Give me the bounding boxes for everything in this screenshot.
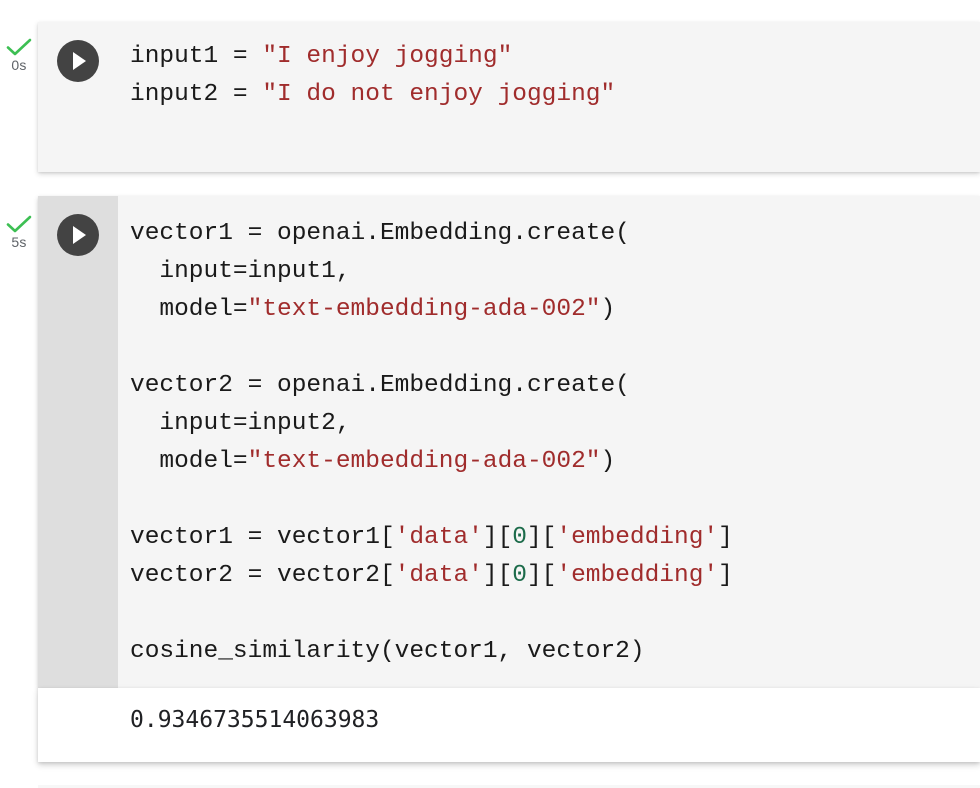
cell-run-time: 5s bbox=[11, 234, 27, 250]
play-triangle bbox=[73, 52, 86, 70]
code-token: vector2 = openai.Embedding.create( bbox=[130, 372, 630, 399]
cell-status-gutter-2: 5s bbox=[0, 215, 38, 250]
code-token: vector2 = vector2[ bbox=[130, 562, 395, 589]
code-token: ][ bbox=[526, 524, 557, 551]
code-token: ) bbox=[600, 296, 616, 323]
check-icon bbox=[6, 38, 32, 56]
code-token: ][ bbox=[526, 562, 557, 589]
code-token: model= bbox=[130, 296, 248, 323]
code-token: ) bbox=[600, 448, 616, 475]
play-icon[interactable] bbox=[57, 214, 99, 256]
code-editor-1[interactable]: input1 = "I enjoy jogging" input2 = "I d… bbox=[118, 22, 980, 172]
next-cell-edge bbox=[38, 785, 980, 788]
code-token: 0 bbox=[512, 562, 527, 589]
code-token: ] bbox=[718, 524, 733, 551]
code-token: "I do not enjoy jogging" bbox=[262, 81, 616, 108]
cell-output-2: 0.9346735514063983 bbox=[38, 688, 980, 762]
code-token: input=input1, bbox=[130, 258, 351, 285]
code-cell-1[interactable]: input1 = "I enjoy jogging" input2 = "I d… bbox=[38, 22, 980, 172]
code-token: model= bbox=[130, 448, 248, 475]
code-token: ][ bbox=[482, 524, 513, 551]
cell-run-time: 0s bbox=[11, 57, 27, 73]
code-content-2[interactable]: vector1 = openai.Embedding.create( input… bbox=[130, 215, 980, 671]
code-token: input1 = bbox=[130, 43, 263, 70]
cell-gutter-2 bbox=[38, 196, 118, 688]
output-value: 0.9346735514063983 bbox=[130, 707, 380, 733]
code-token: 0 bbox=[512, 524, 527, 551]
code-token: "text-embedding-ada-002" bbox=[247, 296, 601, 323]
code-content-1[interactable]: input1 = "I enjoy jogging" input2 = "I d… bbox=[130, 38, 980, 114]
code-token: 'embedding' bbox=[556, 562, 719, 589]
code-token: 'data' bbox=[394, 562, 483, 589]
code-token: 'data' bbox=[394, 524, 483, 551]
code-token: "text-embedding-ada-002" bbox=[247, 448, 601, 475]
code-editor-2[interactable]: vector1 = openai.Embedding.create( input… bbox=[118, 196, 980, 688]
play-icon[interactable] bbox=[57, 40, 99, 82]
code-token: cosine_similarity(vector1, vector2) bbox=[130, 638, 645, 665]
code-token: vector1 = openai.Embedding.create( bbox=[130, 220, 630, 247]
code-token: input=input2, bbox=[130, 410, 351, 437]
code-token: input2 = bbox=[130, 81, 263, 108]
code-token: ] bbox=[718, 562, 733, 589]
play-triangle bbox=[73, 226, 86, 244]
code-token: vector1 = vector1[ bbox=[130, 524, 395, 551]
code-token: 'embedding' bbox=[556, 524, 719, 551]
cell-status-gutter-1: 0s bbox=[0, 38, 38, 73]
check-icon bbox=[6, 215, 32, 233]
code-cell-2[interactable]: vector1 = openai.Embedding.create( input… bbox=[38, 196, 980, 688]
code-token: "I enjoy jogging" bbox=[262, 43, 513, 70]
code-token: ][ bbox=[482, 562, 513, 589]
